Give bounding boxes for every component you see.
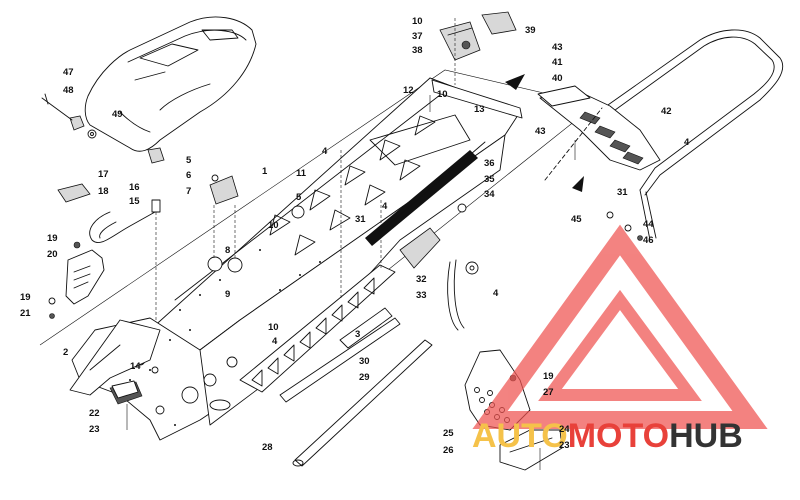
callout-c20: 20 xyxy=(47,249,58,260)
callout-c15: 15 xyxy=(129,196,140,207)
callout-c30: 30 xyxy=(359,356,370,367)
callout-c28: 28 xyxy=(262,442,273,453)
rack-panel-stripes xyxy=(579,111,644,165)
callout-c22: 22 xyxy=(89,408,100,419)
callout-c10d: 10 xyxy=(268,322,279,333)
watermark-logo xyxy=(472,224,768,429)
callout-c5a: 5 xyxy=(186,155,192,166)
deck-rivet-dots xyxy=(109,249,321,426)
rear-bumper-parts xyxy=(48,183,161,360)
callout-c49: 49 xyxy=(112,109,123,120)
callout-c33: 33 xyxy=(416,290,427,301)
callout-c2: 2 xyxy=(63,347,68,358)
callout-c4c: 4 xyxy=(272,336,278,347)
callout-c9: 9 xyxy=(225,289,230,300)
callout-c34: 34 xyxy=(484,189,495,200)
callout-c31b: 31 xyxy=(617,187,628,198)
callout-c39: 39 xyxy=(525,25,536,36)
callout-c24: 24 xyxy=(559,424,570,435)
svg-text:AUTOMOTOHUB: AUTOMOTOHUB xyxy=(472,417,743,455)
callout-c31a: 31 xyxy=(355,214,366,225)
central-small-parts xyxy=(207,150,467,300)
callout-c1: 1 xyxy=(262,166,268,177)
callout-c43b: 43 xyxy=(535,126,546,137)
rear-rack-assembly xyxy=(505,29,783,241)
watermark-word-auto: AUTO xyxy=(472,417,568,455)
callout-c46: 46 xyxy=(643,235,654,246)
callout-c11: 11 xyxy=(296,168,307,179)
watermark-word-hub: HUB xyxy=(669,417,743,455)
callout-c10a: 10 xyxy=(412,16,423,27)
callout-c21: 21 xyxy=(20,308,31,319)
callout-c19a: 19 xyxy=(47,233,58,244)
callout-c42: 42 xyxy=(661,106,672,117)
callout-c14: 14 xyxy=(130,361,141,372)
rail-triangles xyxy=(251,277,375,387)
callout-c25: 25 xyxy=(443,428,454,439)
callout-c36: 36 xyxy=(484,158,495,169)
callout-c7: 7 xyxy=(186,186,191,197)
callout-c41: 41 xyxy=(552,57,563,68)
upper-rear-bracket-parts xyxy=(429,11,523,119)
callout-c44: 44 xyxy=(643,219,654,230)
watermark-word-moto: MOTO xyxy=(568,417,669,455)
callout-c5b: 5 xyxy=(296,192,302,203)
callout-c45: 45 xyxy=(571,214,582,225)
right-side-frame-parts xyxy=(399,227,479,331)
callout-c32: 32 xyxy=(416,274,427,285)
callout-c23a: 23 xyxy=(89,424,100,435)
callout-c26: 26 xyxy=(443,445,454,456)
callout-c12: 12 xyxy=(403,85,414,96)
watermark-text: AUTOMOTOHUB xyxy=(472,417,743,455)
callout-c16: 16 xyxy=(129,182,140,193)
callout-c17: 17 xyxy=(98,169,109,180)
callout-c29: 29 xyxy=(359,372,370,383)
callout-c8: 8 xyxy=(225,245,230,256)
callout-c10c: 10 xyxy=(268,220,279,231)
callout-c23b: 23 xyxy=(559,440,570,451)
callout-c43a: 43 xyxy=(552,42,563,53)
callout-c48: 48 xyxy=(63,85,74,96)
callout-c10b: 10 xyxy=(437,89,448,100)
callout-c38: 38 xyxy=(412,45,423,56)
callout-c27: 27 xyxy=(543,387,554,398)
callout-c3: 3 xyxy=(355,329,360,340)
callout-c4e: 4 xyxy=(684,137,690,148)
seat-assembly xyxy=(41,16,257,164)
callout-c19b: 19 xyxy=(20,292,31,303)
watermark-triangle-outer xyxy=(472,224,768,429)
callout-c40: 40 xyxy=(552,73,563,84)
callout-c6: 6 xyxy=(186,170,191,181)
callout-c19c: 19 xyxy=(543,371,554,382)
callout-c35: 35 xyxy=(484,174,495,185)
side-rail-assembly xyxy=(239,264,433,467)
callout-c47: 47 xyxy=(63,67,74,78)
assembly-boundary-line xyxy=(39,69,596,346)
callout-c37: 37 xyxy=(412,31,423,42)
callout-c4b: 4 xyxy=(382,201,388,212)
callout-c4d: 4 xyxy=(493,288,499,299)
tunnel-black-strip xyxy=(365,150,478,246)
left-lower-parts xyxy=(69,319,161,430)
callout-c4a: 4 xyxy=(322,146,328,157)
callout-c18: 18 xyxy=(98,186,109,197)
watermark-triangle-inner xyxy=(538,289,702,401)
callout-c13: 13 xyxy=(474,104,485,115)
callout-labels: 1234444455678910101010111213141516171819… xyxy=(20,16,690,456)
